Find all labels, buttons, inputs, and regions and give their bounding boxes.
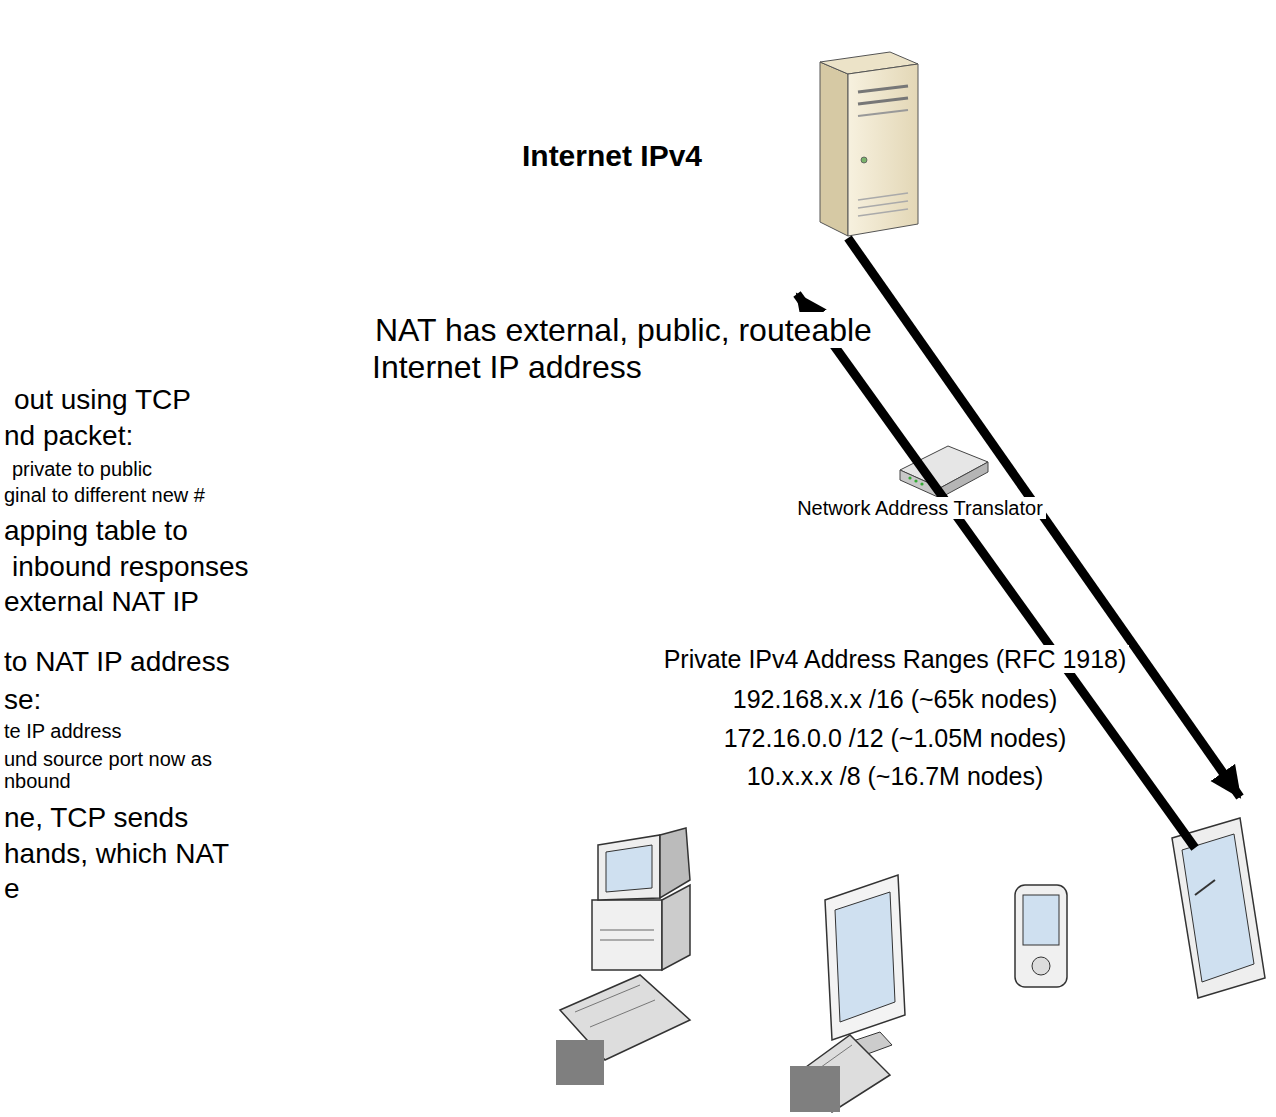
bullet-text: external NAT IP [4,586,199,617]
bullet-text: inbound responses [12,551,249,582]
cloud-heading: Internet IPv4 [519,139,705,172]
text-slot: Private IPv4 Address Ranges (RFC 1918) [595,645,1195,674]
text-slot: NAT has external, public, routeable Inte… [372,312,887,386]
text-slot: Internet IPv4 [412,139,812,174]
cloud-heading: Private IPv4 Address Ranges (RFC 1918) [661,645,1130,673]
text-slot: e [4,873,20,905]
bullet-text: te IP address [4,720,121,742]
server-icon [820,52,918,236]
text-slot: und source port now as [4,748,212,771]
text-slot: external NAT IP [4,586,199,618]
bullet-text: nbound [4,770,71,792]
pda [1015,885,1067,987]
text-slot: ginal to different new # [4,484,205,507]
tablet [1172,818,1265,998]
text-slot: 192.168.x.x /16 (~65k nodes) [595,685,1195,714]
text-slot: te IP address [4,720,121,743]
address-range: 192.168.x.x /16 (~65k nodes) [730,685,1061,713]
text-slot: to NAT IP address [4,646,230,678]
text-slot: out using TCP [14,384,191,416]
text-slot: nbound [4,770,71,793]
bullet-text: hands, which NAT [4,838,229,869]
bullet-text: out using TCP [14,384,191,415]
bullet-text: private to public [12,458,152,480]
internet-cloud: Internet IPv4 [30,5,1235,247]
text-slot: apping table to [4,515,188,547]
private-network-cloud: Private IPv4 Address Ranges (RFC 1918) 19… [580,440,1268,1015]
text-slot: 172.16.0.0 /12 (~1.05M nodes) [595,724,1195,753]
monitor-with-keyboard [790,875,905,1112]
address-range: 172.16.0.0 /12 (~1.05M nodes) [721,724,1070,752]
address-range: 10.x.x.x /8 (~16.7M nodes) [744,762,1047,790]
bullet-text: se: [4,684,41,715]
bullet-text: apping table to [4,515,188,546]
bullet-text: to NAT IP address [4,646,230,677]
cloud-outline [30,5,1235,247]
text-slot: 10.x.x.x /8 (~16.7M nodes) [595,762,1195,791]
bullet-text: und source port now as [4,748,212,770]
nat-note: NAT has external, public, routeable Inte… [372,312,872,385]
text-slot: nd packet: [4,420,133,452]
bullet-text: ginal to different new # [4,484,205,506]
text-slot: ne, TCP sends [4,802,188,834]
device-label: Network Address Translator [794,497,1046,519]
desktop-pc [556,828,690,1085]
bullet-text: ne, TCP sends [4,802,188,833]
text-slot: Network Address Translator [715,497,1125,520]
bullet-text: e [4,873,20,904]
bullet-text: nd packet: [4,420,133,451]
text-slot: se: [4,684,41,716]
text-slot: inbound responses [12,551,249,583]
text-slot: hands, which NAT [4,838,229,870]
text-slot: private to public [12,458,152,481]
